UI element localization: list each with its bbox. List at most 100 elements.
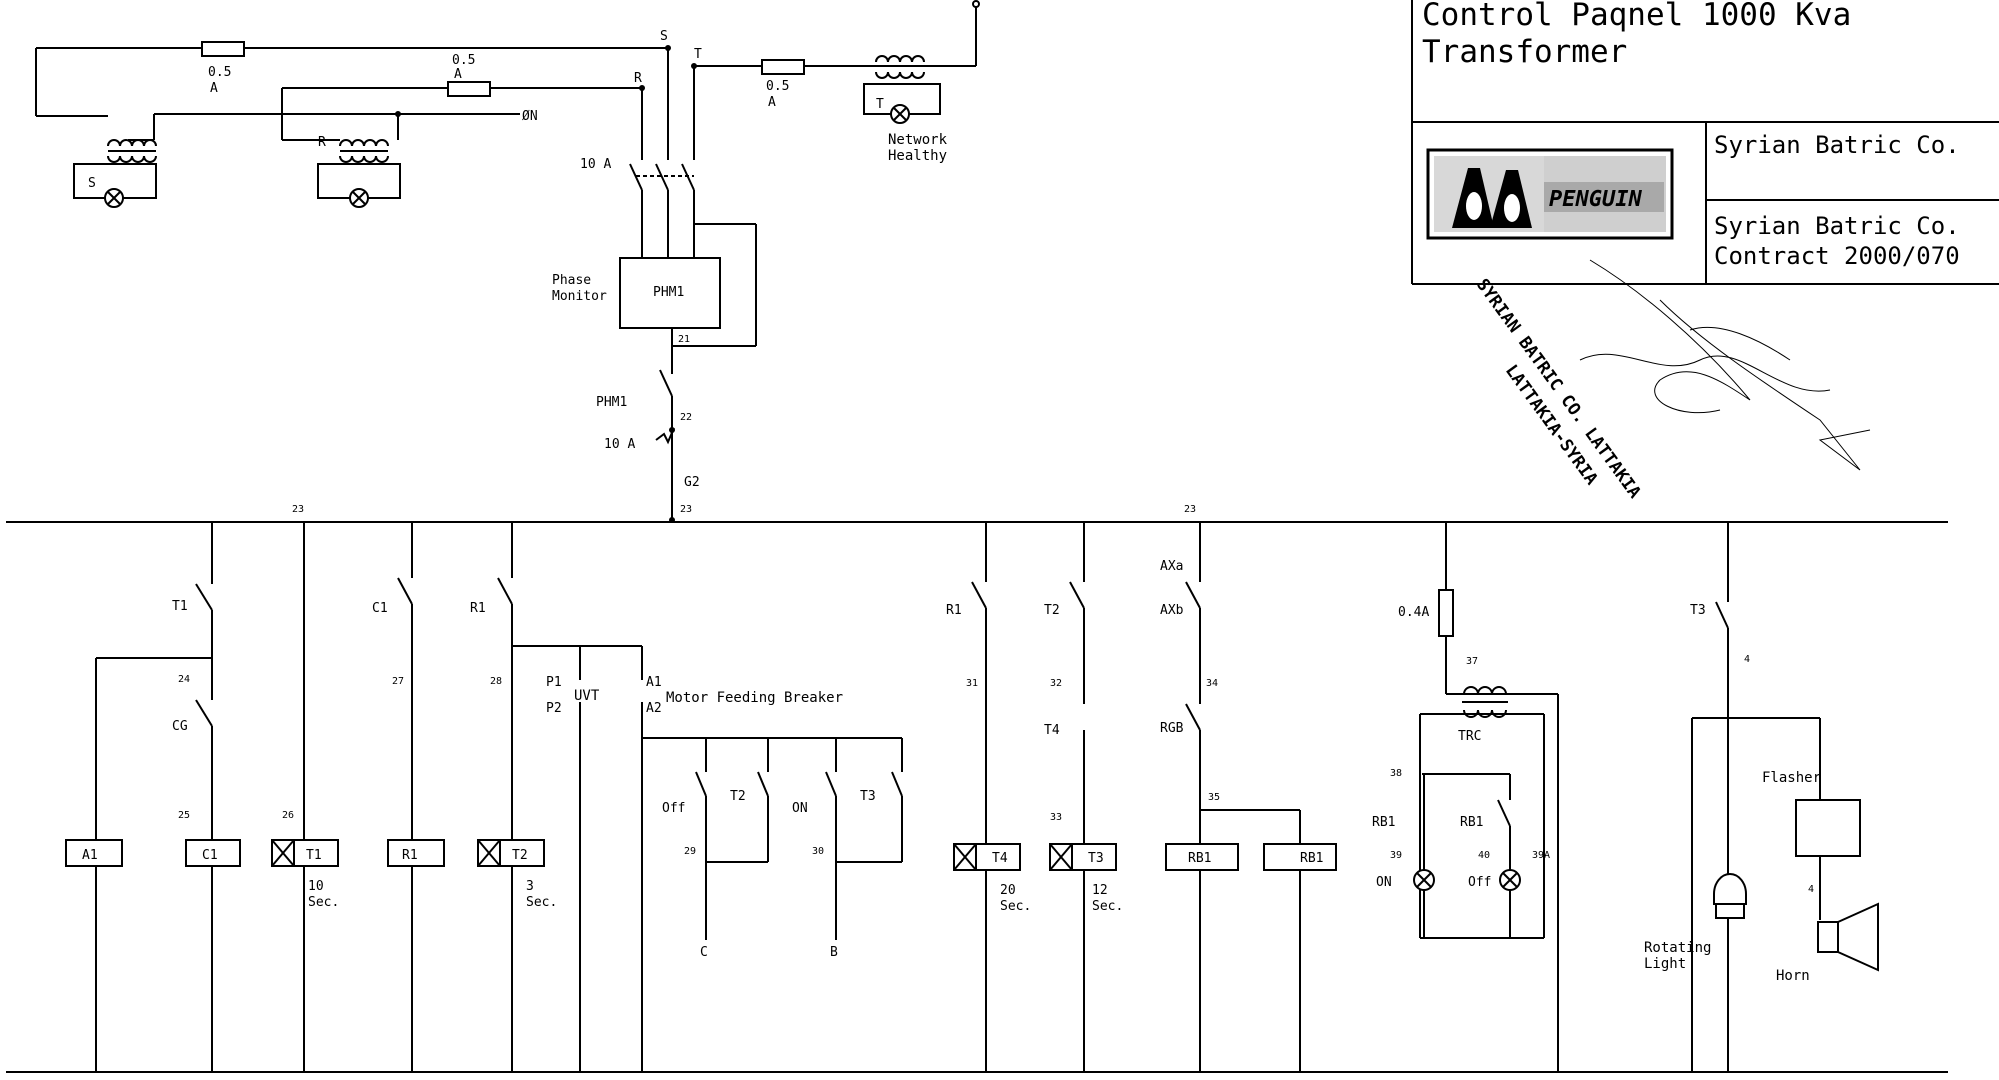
label-r1-coil: R1 [402, 848, 418, 863]
transformer-t [863, 55, 941, 124]
node-23: 23 [680, 504, 692, 515]
label-motor-breaker: Motor Feeding Breaker [666, 690, 843, 706]
label-t1-time: 10 [308, 879, 324, 894]
label-off-lamp: Off [1468, 875, 1491, 890]
label-rotating-1: Rotating [1644, 940, 1711, 956]
label-r: R [634, 71, 642, 86]
label-on-lamp: ON [1376, 875, 1392, 890]
node-32: 32 [1050, 678, 1062, 689]
node-26: 26 [282, 810, 294, 821]
node-39: 39 [1390, 850, 1402, 861]
phm-box-label: PHM1 [653, 285, 684, 300]
horn-icon [1817, 902, 1879, 972]
coil-rb1-b [1263, 843, 1337, 871]
label-off: Off [662, 801, 685, 816]
label-axa: AXa [1160, 559, 1183, 574]
transformer-trc [1462, 686, 1508, 718]
label-a2-terminal: A2 [646, 701, 662, 716]
g2-label: G2 [684, 475, 700, 490]
fuse3-value: 0.5 [766, 79, 789, 94]
node-30: 30 [812, 846, 824, 857]
phase-monitor-box [619, 257, 721, 329]
label-p1: P1 [546, 675, 562, 690]
fuse2-unit: A [454, 67, 462, 82]
network-healthy-1: Network [888, 132, 948, 148]
right-labels: 0.4A 37 TRC 38 RB1 RB1 39 40 39A ON Off … [1372, 603, 1821, 984]
breaker-label: 10 A [580, 157, 611, 172]
label-t3-unit: Sec. [1092, 899, 1123, 914]
label-c1-coil: C1 [202, 848, 218, 863]
node-21: 21 [678, 334, 690, 345]
left-branches [65, 522, 903, 1072]
label-rotating-2: Light [1644, 956, 1686, 972]
client-line-1: Syrian Batric Co. [1714, 212, 1960, 240]
title-block: Control Paqnel 1000 Kva Transformer Syri… [1411, 0, 1999, 285]
client-line-2: Contract 2000/070 [1714, 242, 1960, 270]
network-healthy-2: Healthy [888, 148, 947, 164]
label-rb1-a: RB1 [1188, 851, 1211, 866]
logo-text: PENGUIN [1549, 187, 1642, 212]
lamp-t-label: T [876, 97, 884, 112]
label-t3-coil: T3 [1088, 851, 1104, 866]
label-s: S [660, 29, 668, 44]
bus-node-23a: 23 [292, 504, 304, 515]
coil-c1 [185, 839, 241, 867]
bus-node-23b: 23 [1184, 504, 1196, 515]
node-40: 40 [1478, 850, 1490, 861]
label-t: T [694, 47, 702, 62]
supply-labels: S T R ØN 0.5 A 0.5 A 0.5 A S R T Network… [88, 29, 948, 515]
left-labels: T1 24 CG 25 A1 C1 26 T1 10 Sec. C1 27 R1… [82, 599, 876, 960]
middle-labels: R1 31 T4 20 Sec. T2 32 T4 33 T3 12 Sec. … [946, 559, 1323, 914]
label-t3-contact: T3 [860, 789, 876, 804]
stamp-line-1: SYRIAN BATRIC CO. LATTAKIA [1472, 275, 1645, 502]
node-34: 34 [1206, 678, 1218, 689]
lamp-s-label: S [88, 176, 96, 191]
label-n: ØN [522, 109, 538, 124]
label-t1-coil: T1 [306, 848, 322, 863]
node-4b: 4 [1808, 884, 1814, 895]
phase-monitor-label-1: Phase [552, 273, 591, 288]
label-r1-contact: R1 [470, 601, 486, 616]
label-axb: AXb [1160, 603, 1184, 618]
label-a1-terminal: A1 [646, 675, 662, 690]
rotating-light-icon [1713, 873, 1747, 919]
node-37: 37 [1466, 656, 1478, 667]
node-35: 35 [1208, 792, 1220, 803]
fuse1-unit: A [210, 81, 218, 96]
node-39a: 39A [1532, 850, 1550, 861]
label-t2-mid: T2 [1044, 603, 1060, 618]
node-31: 31 [966, 678, 978, 689]
coil-r1 [387, 839, 445, 867]
coil-a1 [65, 839, 123, 867]
coil-rb1-a [1165, 843, 1239, 871]
phm-contact-label: PHM1 [596, 395, 627, 410]
label-p2: P2 [546, 701, 562, 716]
middle-branches [953, 522, 1337, 1072]
company-stamp: SYRIAN BATRIC CO. LATTAKIA LATTAKIA-SYRI… [1472, 275, 1645, 502]
fuse-0-4a [1438, 589, 1454, 637]
right-branches [1413, 522, 1879, 1072]
label-c1-contact: C1 [372, 601, 388, 616]
label-flasher: Flasher [1762, 770, 1821, 786]
penguin-logo: PENGUIN [1426, 148, 1674, 240]
label-t4-unit: Sec. [1000, 899, 1031, 914]
phase-monitor-label-2: Monitor [552, 289, 607, 304]
node-4a: 4 [1744, 654, 1750, 665]
node-24: 24 [178, 674, 190, 685]
label-t4-contact: T4 [1044, 723, 1060, 738]
transformer-s [73, 139, 157, 208]
label-a1: A1 [82, 848, 98, 863]
node-38: 38 [1390, 768, 1402, 779]
label-fuse-0-4a: 0.4A [1398, 605, 1429, 620]
label-b: B [830, 945, 838, 960]
node-28: 28 [490, 676, 502, 687]
label-r1-mid: R1 [946, 603, 962, 618]
lamp-r-label: R [318, 135, 326, 150]
label-t4-coil: T4 [992, 851, 1008, 866]
label-horn: Horn [1776, 968, 1810, 984]
label-t1-contact: T1 [172, 599, 188, 614]
label-trc: TRC [1458, 729, 1481, 744]
fuse1-value: 0.5 [208, 65, 231, 80]
breaker2-label: 10 A [604, 437, 635, 452]
